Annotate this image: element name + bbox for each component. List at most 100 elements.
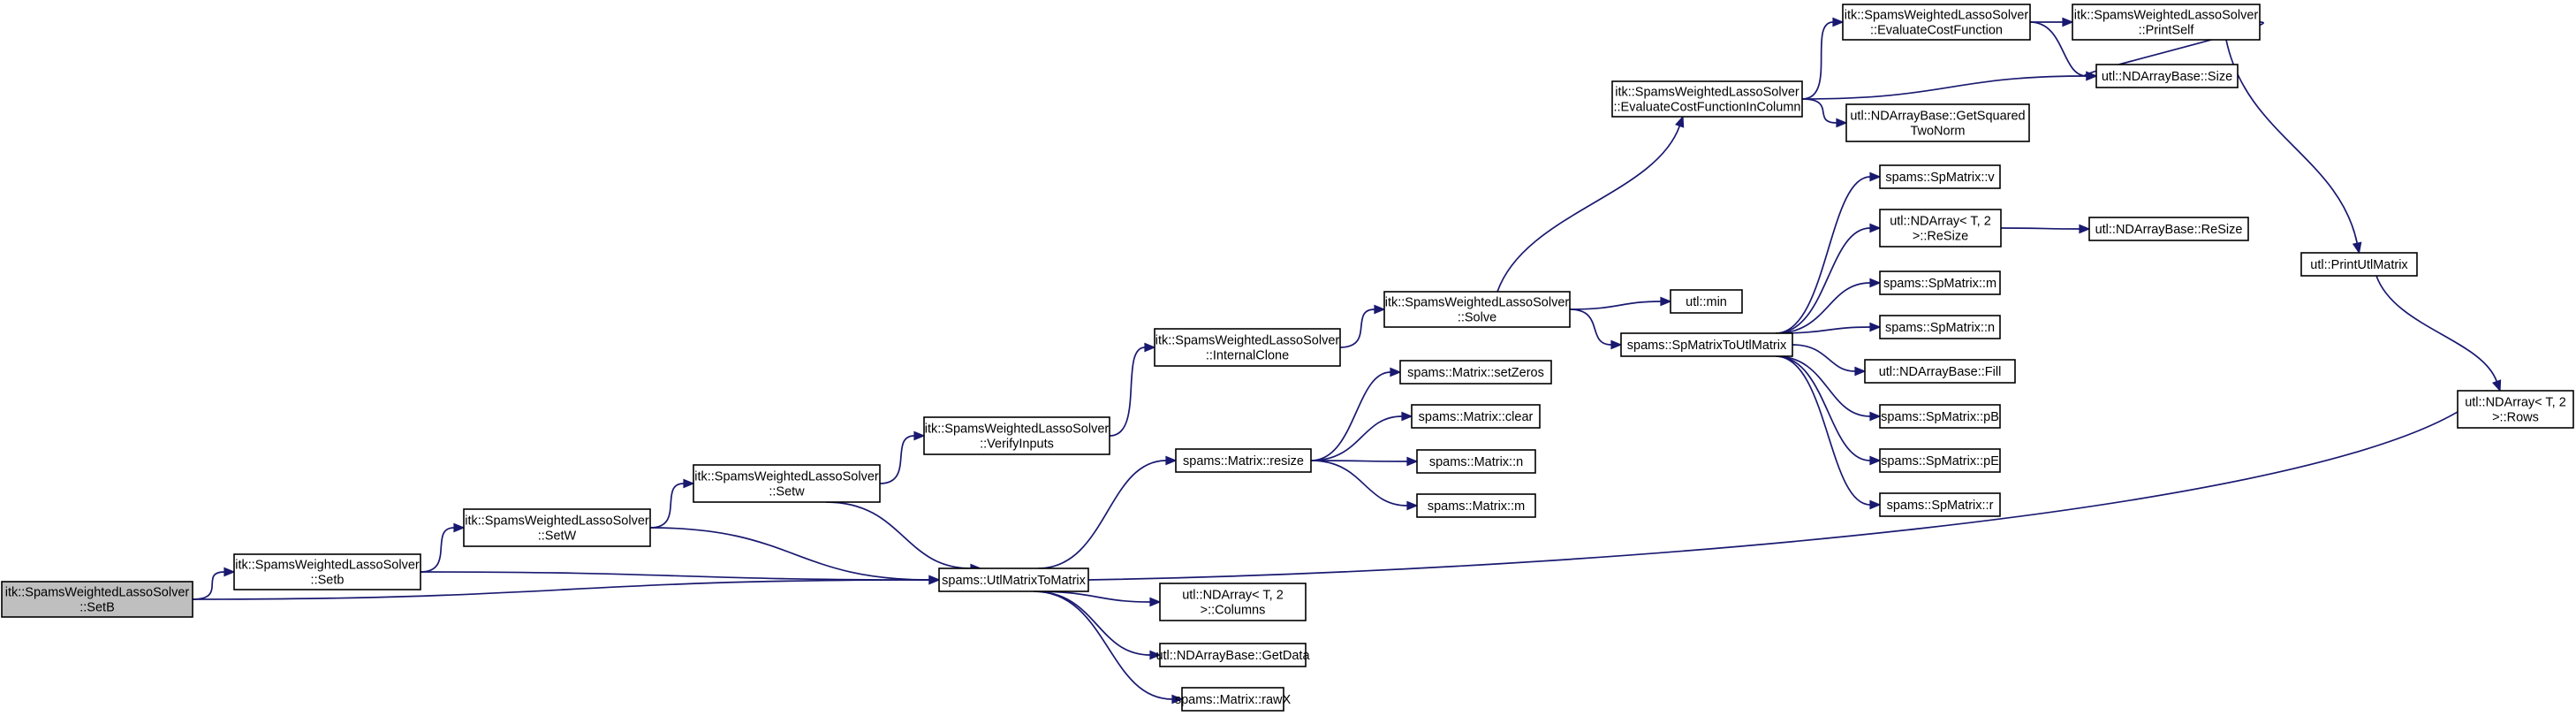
node-label: itk::SpamsWeightedLassoSolver xyxy=(1155,334,1340,348)
node-clear[interactable]: spams::Matrix::clear xyxy=(1411,404,1541,429)
node-spToUtl[interactable]: spams::SpMatrixToUtlMatrix xyxy=(1620,332,1793,357)
node-label: spams::Matrix::setZeros xyxy=(1407,366,1544,380)
node-setZeros[interactable]: spams::Matrix::setZeros xyxy=(1399,360,1552,385)
edge-spToUtl-to-spPE xyxy=(1775,355,1871,461)
node-spPE[interactable]: spams::SpMatrix::pE xyxy=(1879,448,2001,473)
node-box xyxy=(1842,4,2031,41)
edge-setb-to-utlToMat xyxy=(420,571,930,581)
node-utlMin[interactable]: utl::min xyxy=(1670,289,1743,314)
node-mM[interactable]: spams::Matrix::m xyxy=(1416,493,1536,518)
node-box xyxy=(1879,404,2001,429)
edge-spToUtl-to-spM xyxy=(1775,282,1871,334)
edge-utlToMat-to-rows xyxy=(1087,396,2481,581)
node-label: spams::SpMatrix::r xyxy=(1887,499,1994,513)
node-spM[interactable]: spams::SpMatrix::m xyxy=(1879,270,2001,295)
node-spPB[interactable]: spams::SpMatrix::pB xyxy=(1879,404,2001,429)
node-setb[interactable]: itk::SpamsWeightedLassoSolver::Setb xyxy=(233,553,421,590)
arrowhead xyxy=(1869,223,1882,233)
node-label: utl::NDArrayBase::ReSize xyxy=(2095,223,2243,237)
arrowhead xyxy=(1660,296,1672,307)
node-label: ::InternalClone xyxy=(1206,349,1289,363)
node-mN[interactable]: spams::Matrix::n xyxy=(1416,449,1536,474)
node-label: ::SetW xyxy=(538,529,577,544)
edge-printUtl-to-rows xyxy=(2375,275,2498,382)
node-label: spams::SpMatrix::v xyxy=(1885,171,1995,185)
arrowhead xyxy=(1144,342,1156,353)
node-spR[interactable]: spams::SpMatrix::r xyxy=(1879,492,2001,517)
node-box xyxy=(1175,448,1312,473)
arrowhead xyxy=(1610,339,1623,350)
node-label: itk::SpamsWeightedLassoSolver xyxy=(235,559,420,573)
node-resize[interactable]: spams::Matrix::resize xyxy=(1175,448,1312,473)
node-ndReSize[interactable]: utl::NDArray< T, 2 >::ReSize xyxy=(1879,209,2002,248)
node-box xyxy=(1879,492,2001,517)
node-label: spams::Matrix::m xyxy=(1428,499,1525,514)
node-box xyxy=(233,553,421,590)
arrowhead xyxy=(224,567,236,577)
edge-utlToMat-to-resize xyxy=(1037,460,1167,569)
node-ndSize[interactable]: utl::NDArrayBase::Size xyxy=(2095,64,2239,88)
node-label: utl::NDArray< T, 2 xyxy=(1182,589,1284,603)
arrowhead xyxy=(2079,224,2091,234)
node-evalCost[interactable]: itk::SpamsWeightedLassoSolver::EvaluateC… xyxy=(1842,4,2031,41)
node-rawX[interactable]: spams::Matrix::rawX xyxy=(1175,687,1292,712)
edge-resize-to-setZeros xyxy=(1310,371,1391,461)
edge-spToUtl-to-spPB xyxy=(1775,355,1871,417)
node-label: spams::SpMatrix::pE xyxy=(1881,454,1999,468)
node-ndBaseReSize[interactable]: utl::NDArrayBase::ReSize xyxy=(2088,217,2249,241)
node-box xyxy=(1399,360,1552,385)
node-spV[interactable]: spams::SpMatrix::v xyxy=(1879,164,2001,189)
edge-solve-to-utlMin xyxy=(1569,301,1662,310)
edge-setb-to-setW xyxy=(420,527,455,573)
arrowhead xyxy=(1390,367,1402,377)
node-printUtl[interactable]: utl::PrintUtlMatrix xyxy=(2300,252,2418,277)
node-rows[interactable]: utl::NDArray< T, 2 >::Rows xyxy=(2457,390,2574,429)
edge-spToUtl-to-spR xyxy=(1775,355,1871,506)
node-box xyxy=(1670,289,1743,314)
edge-setB-to-utlToMat xyxy=(192,579,930,600)
arrowhead xyxy=(913,430,926,441)
node-box xyxy=(1411,404,1541,429)
node-box xyxy=(2457,390,2574,429)
arrowhead xyxy=(928,575,941,585)
node-box xyxy=(2300,252,2418,277)
node-spN[interactable]: spams::SpMatrix::n xyxy=(1879,315,2001,339)
node-label: spams::Matrix::resize xyxy=(1183,454,1304,468)
node-solve[interactable]: itk::SpamsWeightedLassoSolver::Solve xyxy=(1383,291,1571,328)
node-ndFill[interactable]: utl::NDArrayBase::Fill xyxy=(1864,359,2016,384)
arrowhead xyxy=(1374,304,1386,315)
node-printSelf[interactable]: itk::SpamsWeightedLassoSolver::PrintSelf xyxy=(2072,4,2261,41)
edge-utlToMat-to-rawX xyxy=(1033,590,1173,700)
edge-setw-to-verify xyxy=(879,435,915,484)
node-internalClone[interactable]: itk::SpamsWeightedLassoSolver::InternalC… xyxy=(1154,328,1341,367)
node-verify[interactable]: itk::SpamsWeightedLassoSolver::VerifyInp… xyxy=(923,416,1110,455)
arrowhead xyxy=(1869,499,1882,510)
node-setw[interactable]: itk::SpamsWeightedLassoSolver::Setw xyxy=(693,464,881,503)
arrowhead xyxy=(683,478,695,489)
node-box xyxy=(1864,359,2016,384)
node-evalCol[interactable]: itk::SpamsWeightedLassoSolver::EvaluateC… xyxy=(1611,80,1803,118)
node-label: spams::Matrix::clear xyxy=(1419,410,1534,424)
node-setB[interactable]: itk::SpamsWeightedLassoSolver::SetB xyxy=(1,581,193,618)
node-box xyxy=(1154,328,1341,367)
node-box xyxy=(1159,583,1307,621)
arrowhead xyxy=(1165,455,1178,466)
node-box xyxy=(2095,64,2239,88)
arrowhead xyxy=(2352,241,2362,255)
node-label: spams::SpMatrix::pB xyxy=(1881,410,1999,424)
edge-resize-to-clear xyxy=(1310,415,1403,461)
node-setW[interactable]: itk::SpamsWeightedLassoSolver::SetW xyxy=(463,508,651,547)
edge-setW-to-utlToMat xyxy=(649,527,930,581)
edge-evalCol-to-ndSize xyxy=(1801,75,2087,100)
node-label: itk::SpamsWeightedLassoSolver xyxy=(5,586,190,600)
node-label: TwoNorm xyxy=(1910,125,1965,139)
arrowhead xyxy=(2492,379,2502,392)
node-cols[interactable]: utl::NDArray< T, 2 >::Columns xyxy=(1159,583,1307,621)
edge-printSelf-to-printUtl xyxy=(2225,39,2359,244)
node-utlToMat[interactable]: spams::UtlMatrixToMatrix xyxy=(938,567,1089,592)
node-getData[interactable]: utl::NDArrayBase::GetData xyxy=(1155,643,1310,667)
node-box xyxy=(2088,217,2249,241)
arrowhead xyxy=(1869,322,1882,332)
node-label: ::EvaluateCostFunctionInColumn xyxy=(1614,101,1801,115)
